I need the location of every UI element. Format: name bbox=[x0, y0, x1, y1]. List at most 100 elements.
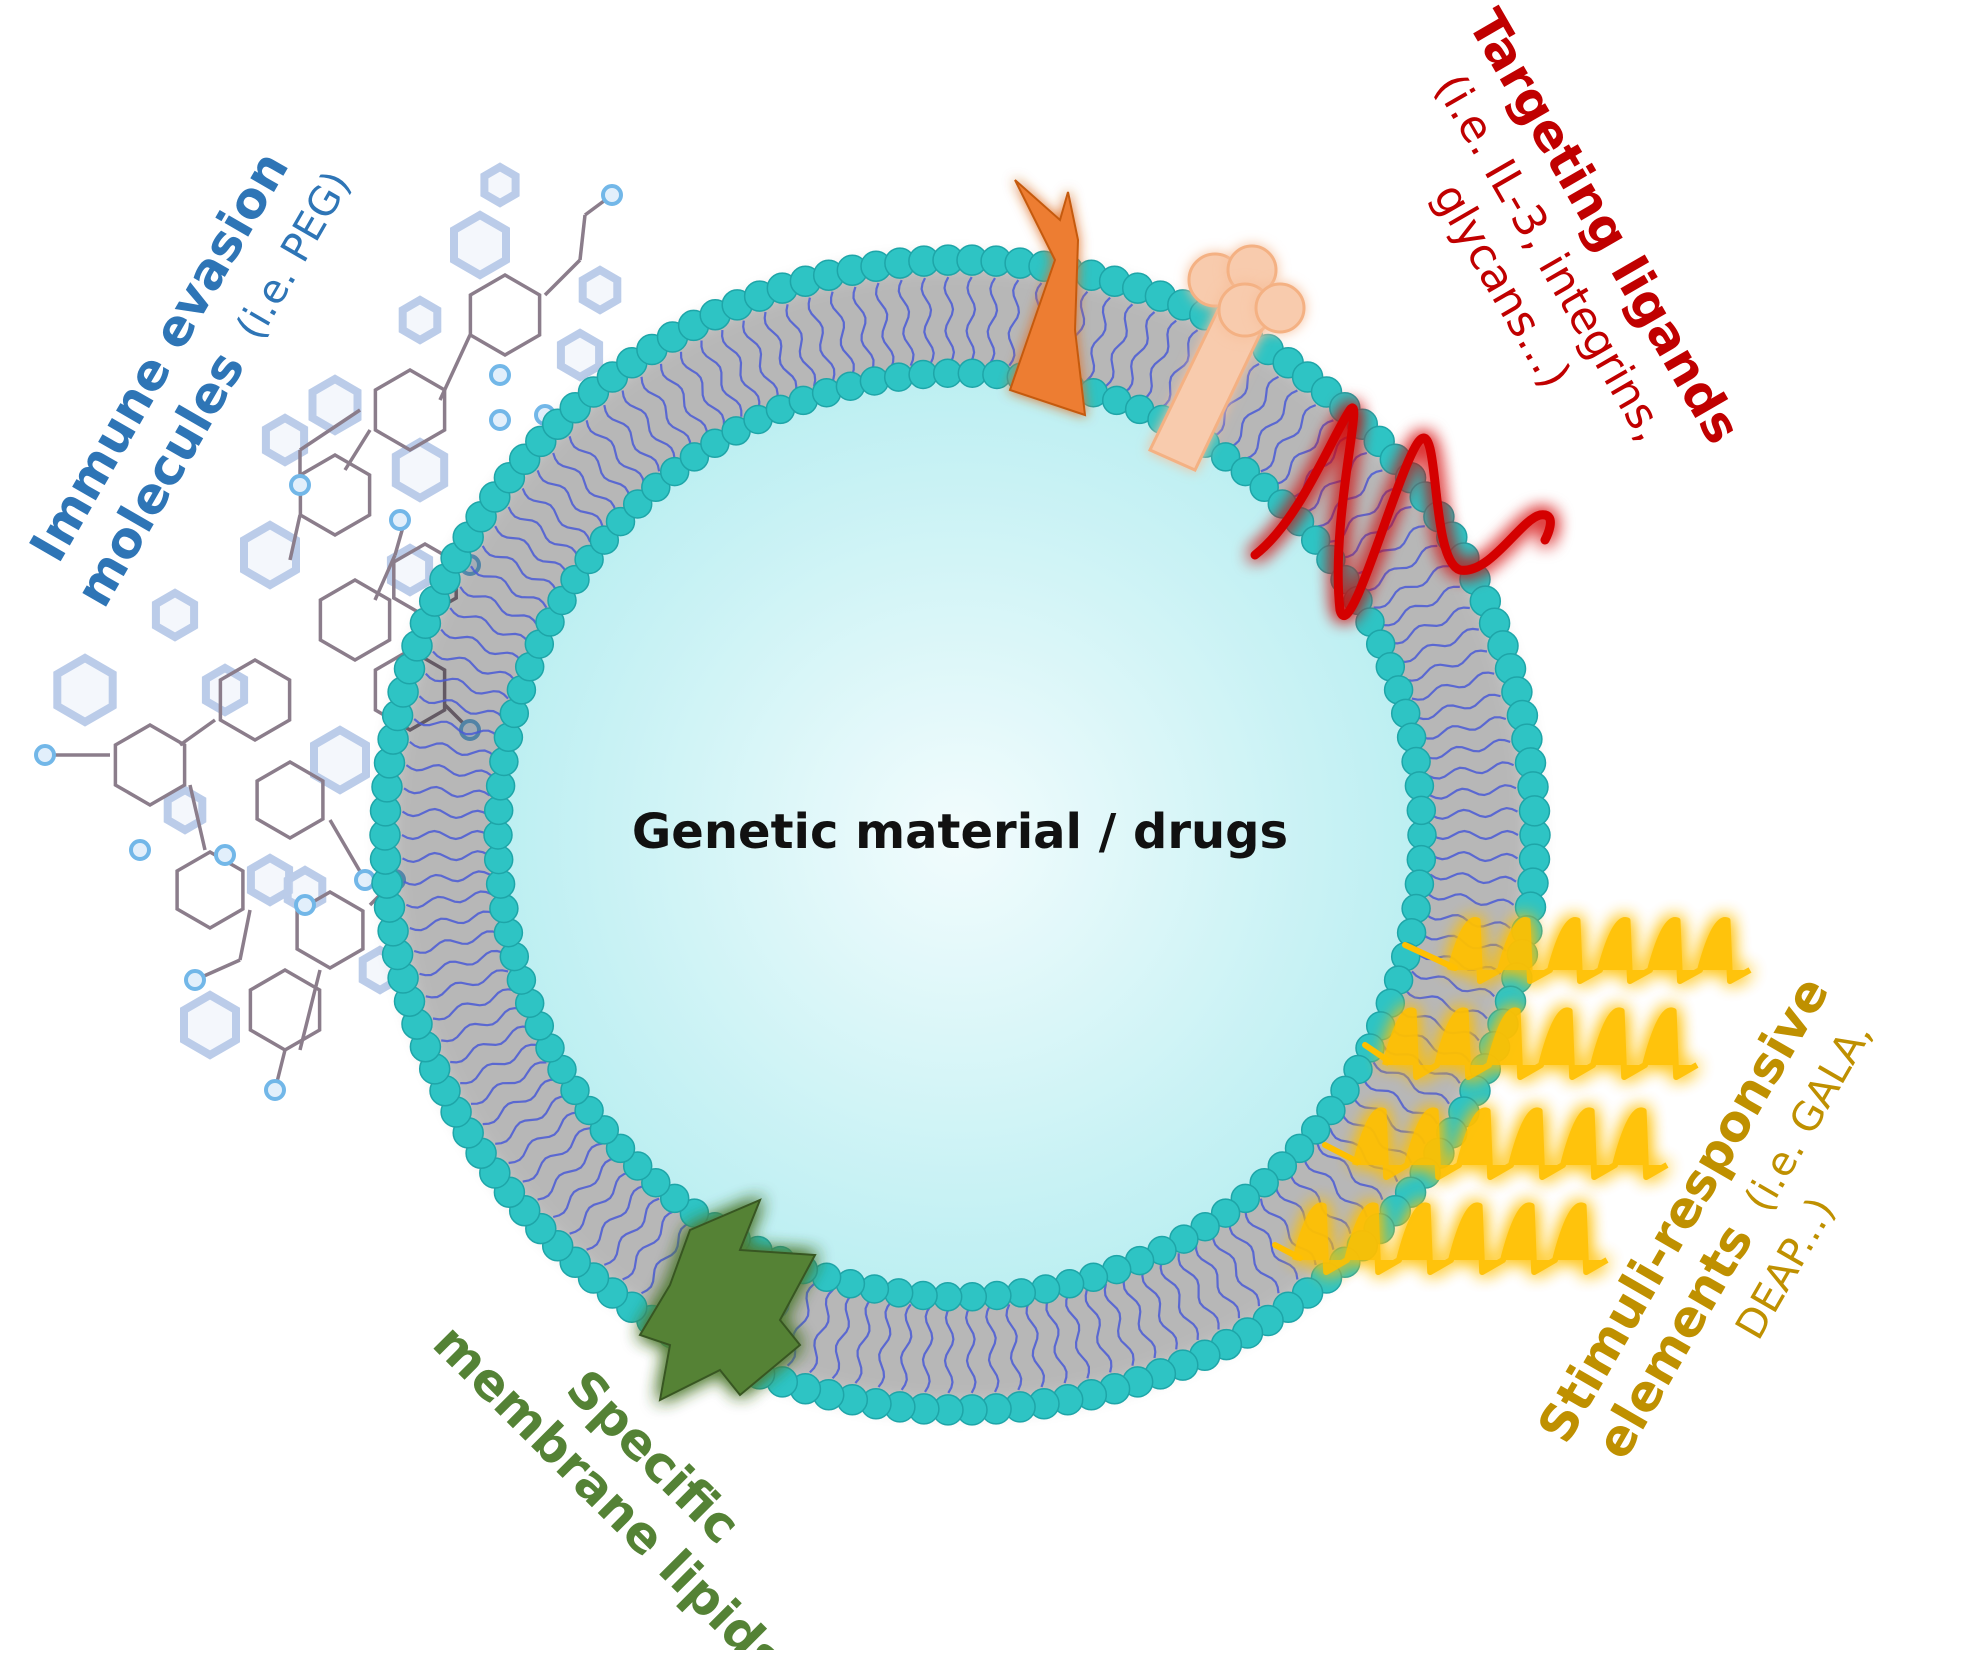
lipid-tail bbox=[568, 435, 631, 499]
lipid-tail bbox=[603, 1197, 660, 1266]
lipid-tail bbox=[1363, 544, 1438, 592]
lipid-tail bbox=[413, 930, 499, 954]
molecule-atom bbox=[294, 894, 316, 916]
lipid-tail bbox=[640, 376, 692, 448]
molecule-atom bbox=[601, 184, 623, 206]
targeting-peptide-wave bbox=[1250, 403, 1555, 620]
lipid-tail bbox=[1425, 738, 1511, 760]
lipid-tail bbox=[449, 607, 530, 644]
lipid-tail bbox=[622, 1209, 676, 1281]
lipid-tail bbox=[1211, 1233, 1261, 1307]
lipid-head bbox=[1396, 722, 1427, 753]
lipid-head bbox=[1518, 795, 1551, 827]
lipid-tail bbox=[418, 695, 504, 719]
molecule-atom bbox=[34, 744, 56, 766]
lipid-tail bbox=[401, 807, 489, 820]
lipid-tail bbox=[1086, 296, 1111, 382]
lipid-tail bbox=[1391, 606, 1470, 645]
lipid-tail bbox=[852, 286, 875, 372]
lipid-head bbox=[493, 917, 524, 948]
lipid-tail bbox=[1429, 784, 1517, 800]
molecule-bond bbox=[373, 554, 397, 601]
lipid-head bbox=[1401, 893, 1431, 924]
receptor-shape bbox=[1008, 179, 1087, 417]
stimuli-wave bbox=[1382, 1007, 1699, 1080]
lipid-tail bbox=[720, 330, 761, 408]
molecule-ring bbox=[310, 725, 370, 795]
lipid-tail bbox=[679, 351, 726, 427]
molecule-ring bbox=[578, 265, 622, 315]
molecule-atom bbox=[354, 869, 376, 891]
molecule-bond bbox=[438, 334, 472, 401]
lipid-tail bbox=[403, 785, 491, 798]
lipid-tail bbox=[409, 741, 496, 758]
lipid-head bbox=[1230, 1183, 1261, 1214]
lipid-head bbox=[489, 893, 519, 924]
lipid-head bbox=[1006, 1278, 1037, 1308]
molecule-ring bbox=[450, 210, 510, 280]
lipid-tail bbox=[508, 1111, 579, 1165]
lipid-tail bbox=[459, 586, 539, 626]
lipid-tail bbox=[1025, 1301, 1046, 1388]
lipid-tail bbox=[742, 320, 779, 400]
lipid-tail bbox=[482, 1078, 557, 1126]
ligand-bead bbox=[1254, 282, 1306, 334]
lipid-tail bbox=[1142, 319, 1177, 401]
molecule-atom bbox=[264, 1079, 286, 1101]
lipid-head bbox=[574, 544, 604, 575]
lipid-tail bbox=[1398, 627, 1479, 664]
molecule-atom bbox=[289, 474, 311, 496]
lipid-tail bbox=[1123, 311, 1156, 394]
lipid-tail bbox=[640, 1221, 692, 1295]
lipid-head bbox=[908, 359, 938, 390]
stimuli-responsive-peptides bbox=[1272, 917, 1752, 1275]
molecule-ring bbox=[175, 849, 245, 931]
molecule-ring bbox=[53, 653, 117, 727]
lipid-head bbox=[982, 359, 1012, 390]
molecule-bond bbox=[238, 909, 252, 961]
membrane-lipid-protein bbox=[638, 1198, 817, 1402]
lipid-tail bbox=[1411, 970, 1495, 998]
molecule-atom bbox=[184, 969, 206, 991]
center-label: Genetic material / drugs bbox=[632, 804, 1288, 860]
lipid-head bbox=[883, 1278, 914, 1308]
molecule-ring bbox=[218, 657, 292, 743]
lipid-tail bbox=[536, 469, 604, 527]
lipid-head bbox=[489, 746, 519, 777]
lipid-tail bbox=[921, 1305, 934, 1393]
lipid-tail bbox=[401, 829, 489, 841]
lipid-head bbox=[1407, 820, 1437, 850]
lipid-tail bbox=[1260, 404, 1317, 473]
lipid-tail bbox=[1275, 419, 1334, 486]
lipid-tail bbox=[1159, 1262, 1200, 1340]
lipid-tail bbox=[807, 297, 836, 381]
lipid-head bbox=[932, 1282, 963, 1312]
lipid-tail bbox=[409, 910, 495, 932]
lipid-head bbox=[483, 795, 514, 826]
lipid-tail bbox=[1122, 1277, 1157, 1359]
molecule-ring bbox=[468, 272, 542, 358]
lipid-head bbox=[1330, 1075, 1360, 1106]
stimuli-label: Stimuli-responsive elements (i.e. GALA, … bbox=[1527, 967, 1882, 1469]
lipid-tail bbox=[943, 1306, 955, 1394]
lipid-tail bbox=[522, 1127, 591, 1183]
lipid-tail bbox=[521, 487, 592, 543]
lipid-head bbox=[1406, 795, 1437, 826]
lipid-tail bbox=[405, 763, 493, 777]
lipid-tail bbox=[585, 420, 646, 485]
lipid-tail bbox=[603, 404, 661, 472]
lipid-head bbox=[1404, 869, 1435, 899]
molecule-ring bbox=[308, 374, 362, 436]
targeting-label: Targeting ligands (i.e. IL-3, integrins,… bbox=[1423, 0, 1752, 453]
lipid-head bbox=[835, 371, 866, 401]
lipid-head bbox=[1054, 1269, 1085, 1299]
lipid-tail bbox=[831, 1293, 854, 1380]
stimuli-wave bbox=[1292, 1202, 1609, 1275]
lipid-head bbox=[982, 1280, 1012, 1311]
molecule-bond bbox=[578, 214, 587, 261]
lipid-tail bbox=[1228, 1222, 1280, 1294]
lipid-tail bbox=[1177, 1253, 1220, 1330]
molecule-ring bbox=[556, 328, 604, 382]
stimuli-wave bbox=[1447, 917, 1752, 984]
